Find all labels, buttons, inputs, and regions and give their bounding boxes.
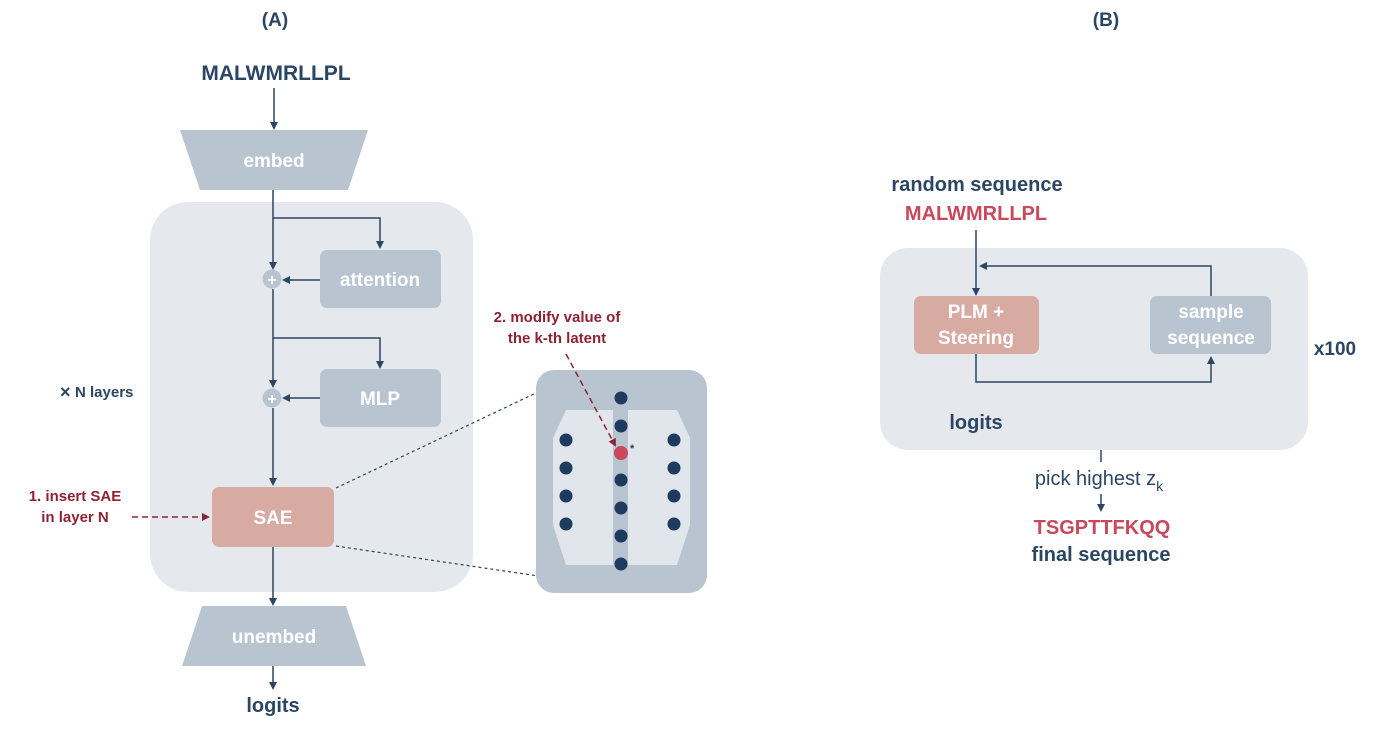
zoom-line-bottom: [335, 545, 539, 577]
plm-label-line-2: Steering: [938, 328, 1014, 349]
latent-node: [614, 501, 628, 515]
pick-label-subscript: k: [1156, 478, 1164, 494]
plm-label-line-1: PLM +: [948, 302, 1004, 323]
panel-a-label: (A): [262, 10, 288, 31]
encoder-node: [559, 517, 573, 531]
mlp-block: [320, 369, 441, 427]
final-sequence: TSGPTTFKQQ: [1034, 517, 1171, 539]
branch-to-attention: [273, 217, 384, 249]
attention-label: attention: [340, 270, 420, 291]
output-logits: logits: [246, 695, 299, 717]
unembed-label: unembed: [232, 627, 316, 648]
panel-b-label: (B): [1093, 10, 1119, 31]
sae-label: SAE: [253, 508, 292, 529]
steered-latent-star: *: [630, 443, 635, 455]
sample-sequence-block: [1150, 296, 1271, 354]
feedback-arrow: [979, 262, 1212, 296]
sample-label-line-2: sequence: [1167, 328, 1255, 349]
layers-label: N layers: [75, 384, 133, 401]
modify-arrow: [565, 353, 616, 447]
embed-label: embed: [243, 151, 304, 172]
embed-block: [180, 130, 368, 190]
decoder-node: [667, 433, 681, 447]
arrow-plm-sample: [975, 354, 1215, 383]
modify-note-line-2: the k-th latent: [508, 330, 606, 347]
latent-node: [614, 529, 628, 543]
steered-latent-node: [614, 446, 628, 460]
decoder-node: [667, 517, 681, 531]
unembed-block: [182, 606, 366, 666]
insert-note-line-2: in layer N: [41, 509, 109, 526]
pick-label-text: pick highest z: [1035, 468, 1156, 490]
latent-node: [614, 473, 628, 487]
latent-node: [614, 557, 628, 571]
plus-icon: +: [267, 272, 276, 289]
insert-note-line-1: 1. insert SAE: [29, 488, 122, 505]
repeat-label: x100: [1314, 339, 1356, 360]
loop-logits-label: logits: [949, 412, 1002, 434]
sample-label-line-1: sample: [1178, 302, 1243, 323]
attention-block: [320, 250, 441, 308]
zoom-line-top: [335, 391, 539, 489]
add-node-attention: [262, 269, 282, 289]
encoder-node: [559, 461, 573, 475]
layers-x-icon: ×: [60, 382, 71, 402]
decoder-node: [667, 461, 681, 475]
mlp-label: MLP: [360, 389, 400, 410]
modify-note-line-1: 2. modify value of: [494, 309, 622, 326]
encoder-node: [559, 489, 573, 503]
plus-icon: +: [267, 391, 276, 408]
input-sequence: MALWMRLLPL: [201, 62, 350, 85]
branch-to-mlp: [273, 337, 384, 369]
decoder-node: [667, 489, 681, 503]
latent-node: [614, 391, 628, 405]
plm-steering-block: [914, 296, 1039, 354]
latent-node: [614, 419, 628, 433]
add-node-mlp: [262, 388, 282, 408]
random-sequence: MALWMRLLPL: [905, 203, 1047, 225]
random-sequence-label: random sequence: [891, 174, 1062, 196]
encoder-node: [559, 433, 573, 447]
sae-nodes: [559, 391, 681, 571]
final-sequence-label: final sequence: [1032, 544, 1171, 566]
sae-block: [212, 487, 334, 547]
pick-label: pick highest zk: [1035, 468, 1164, 494]
